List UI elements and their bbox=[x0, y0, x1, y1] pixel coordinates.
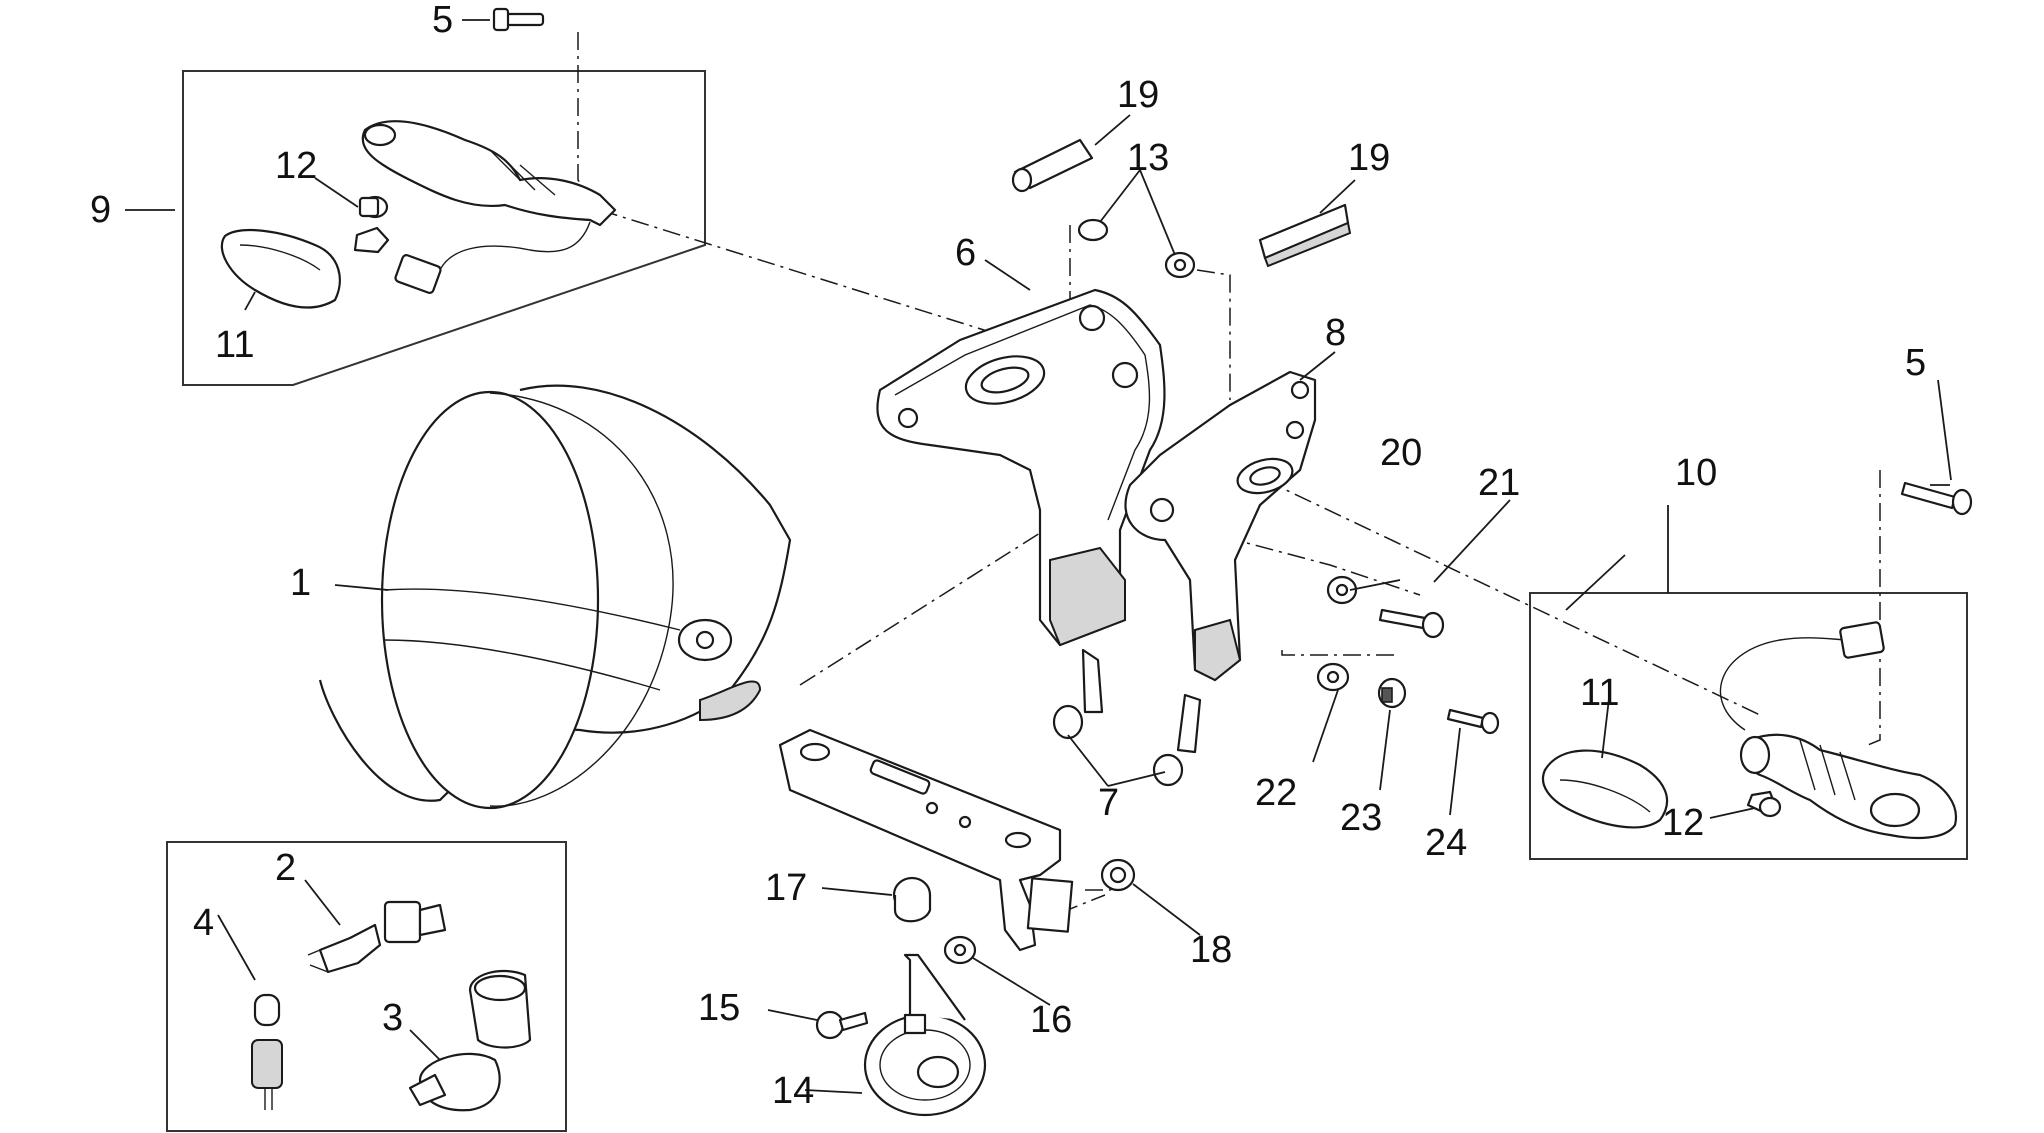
screw-15 bbox=[815, 1010, 869, 1040]
pilot-bulb-4 bbox=[251, 993, 283, 1110]
screw-21 bbox=[1378, 608, 1445, 639]
callout-21: 21 bbox=[1478, 462, 1520, 504]
callout-13: 13 bbox=[1127, 137, 1169, 179]
callout-4: 4 bbox=[193, 902, 214, 944]
pad-19-left bbox=[1011, 138, 1094, 193]
assembly-line bbox=[1867, 470, 1881, 746]
bulb-kit-box bbox=[166, 841, 567, 1132]
washer-16 bbox=[943, 935, 977, 965]
headlight-shell bbox=[318, 384, 792, 810]
callout-22: 22 bbox=[1255, 772, 1297, 814]
callout-18: 18 bbox=[1190, 929, 1232, 971]
callout-11-left: 11 bbox=[215, 324, 254, 366]
callout-19-left: 19 bbox=[1117, 74, 1159, 116]
assembly-line bbox=[1264, 479, 1761, 716]
assembly-line bbox=[599, 209, 1081, 386]
callout-5-right: 5 bbox=[1905, 342, 1926, 384]
spacer-17 bbox=[892, 876, 932, 923]
callout-24: 24 bbox=[1425, 822, 1467, 864]
headlight-bulb-2 bbox=[307, 900, 447, 974]
pad-19-right bbox=[1258, 203, 1352, 268]
indicator-bulb-left bbox=[358, 195, 389, 219]
callout-11-right: 11 bbox=[1580, 672, 1619, 714]
callout-1: 1 bbox=[290, 562, 311, 604]
screw-5-right bbox=[1900, 481, 1973, 516]
grommet-13 bbox=[1077, 218, 1196, 279]
callout-12-left: 12 bbox=[275, 145, 317, 187]
callout-8: 8 bbox=[1325, 312, 1346, 354]
callout-17: 17 bbox=[765, 867, 807, 909]
headlight-bracket-left bbox=[876, 288, 1166, 647]
nut-18 bbox=[1100, 858, 1136, 892]
left-indicator-kit-box bbox=[182, 70, 706, 386]
callout-20: 20 bbox=[1380, 432, 1422, 474]
callout-14: 14 bbox=[772, 1070, 814, 1112]
callout-19-right: 19 bbox=[1348, 137, 1390, 179]
screw-7a bbox=[1052, 648, 1104, 740]
assembly-line bbox=[1281, 650, 1395, 656]
callout-labels: 1 2 3 4 5 5 6 7 8 9 10 11 11 12 12 13 14… bbox=[90, 0, 1926, 1112]
leader-lines bbox=[125, 19, 1952, 1094]
turn-indicator-left bbox=[220, 120, 617, 309]
callout-16: 16 bbox=[1030, 999, 1072, 1041]
headlight-bracket-right bbox=[1124, 370, 1317, 682]
bolt-23 bbox=[1377, 677, 1407, 709]
callout-9: 9 bbox=[90, 189, 111, 231]
callout-7: 7 bbox=[1098, 782, 1119, 824]
callout-12-right: 12 bbox=[1662, 802, 1704, 844]
callout-5-top: 5 bbox=[432, 0, 453, 41]
screw-5-top bbox=[492, 7, 545, 32]
indicator-bulb-right bbox=[1758, 796, 1782, 818]
callout-6: 6 bbox=[955, 232, 976, 274]
callout-23: 23 bbox=[1340, 797, 1382, 839]
right-indicator-kit-box bbox=[1529, 592, 1968, 860]
spacer-22 bbox=[1316, 662, 1350, 692]
horn-14 bbox=[863, 953, 987, 1117]
assembly-line bbox=[1196, 269, 1231, 400]
callout-3: 3 bbox=[382, 997, 403, 1039]
callout-10: 10 bbox=[1675, 452, 1717, 494]
callout-15: 15 bbox=[698, 987, 740, 1029]
screw-24 bbox=[1446, 708, 1500, 735]
screw-7b bbox=[1152, 693, 1202, 787]
spacer-20 bbox=[1326, 575, 1358, 605]
headlight-bulb-3 bbox=[408, 970, 532, 1112]
callout-2: 2 bbox=[275, 847, 296, 889]
mount-plate bbox=[778, 728, 1074, 952]
assembly-line bbox=[577, 32, 601, 211]
